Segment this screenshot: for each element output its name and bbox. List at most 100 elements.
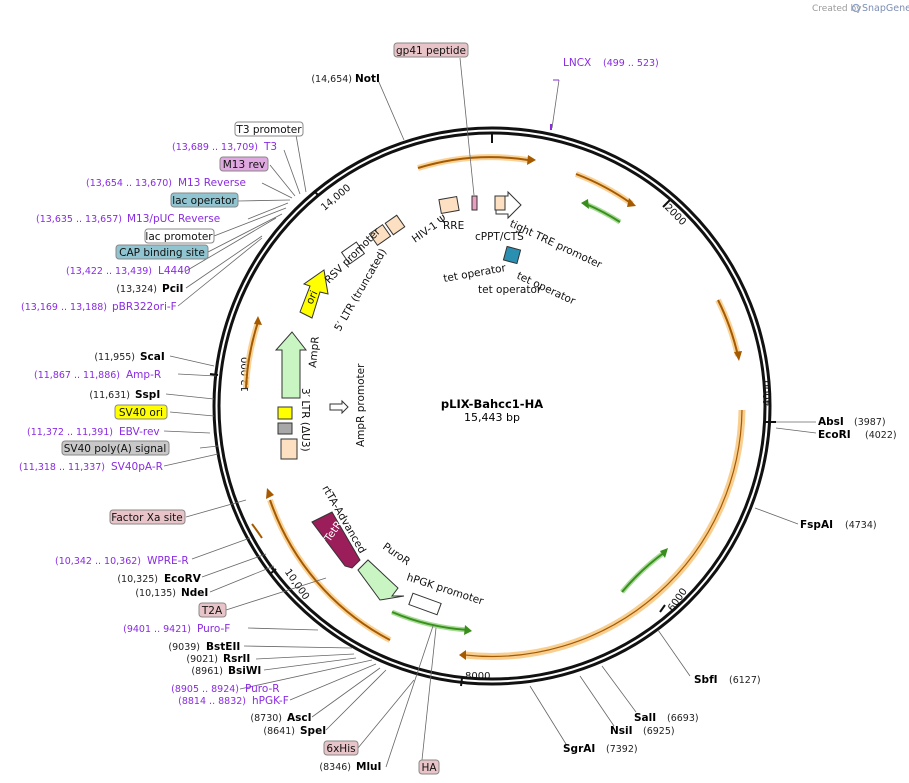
- enzyme-pos-ecorv: (10,325): [117, 574, 158, 585]
- enzyme-ecori: EcoRI: [818, 429, 851, 441]
- plasmid-name: pLIX-Bahcc1-HA: [441, 397, 543, 411]
- enzyme-pos-pcii: (13,324): [116, 284, 157, 295]
- enzyme-pcii: PciI: [162, 283, 183, 295]
- label-ltr3: 3′ LTR (ΔU3): [299, 388, 311, 452]
- label-ori: ori: [304, 289, 321, 306]
- feature-lacpromoter: lac promoter: [145, 231, 213, 243]
- feature-cap: CAP binding site: [119, 247, 205, 259]
- enzyme-pos-scai: (11,955): [94, 352, 135, 363]
- credit-text: Created by: [812, 4, 862, 14]
- enzyme-pos-spei: (8641): [263, 726, 295, 737]
- primer-pos-m13rev: (13,654 .. 13,670): [86, 178, 172, 189]
- feature-t3promoter: T3 promoter: [235, 124, 302, 136]
- enzyme-pos-asci: (8730): [250, 713, 282, 724]
- tick-label-6000: 6000: [666, 586, 690, 613]
- enzyme-pos-bsiwi: (8961): [191, 666, 223, 677]
- feature-ha: HA: [421, 762, 437, 774]
- inner-feature-shapes: [274, 190, 522, 616]
- backbone-outer: [212, 126, 772, 686]
- label-tre: tight TRE promoter: [508, 218, 605, 272]
- enzyme-sspi: SspI: [135, 389, 160, 401]
- primer-ebvrev: EBV-rev: [119, 426, 160, 438]
- primer-pos-lncx: (499 .. 523): [603, 58, 659, 69]
- tick-marks: [209, 132, 776, 687]
- enzyme-rsrii: RsrII: [223, 653, 250, 665]
- enzyme-pos-absi: (3987): [854, 417, 886, 428]
- enzyme-pos-rsrii: (9021): [186, 654, 218, 665]
- enzyme-sali: SalI: [634, 712, 656, 724]
- enzyme-pos-mlui: (8346): [319, 762, 351, 773]
- feature-6xhis: 6xHis: [326, 743, 355, 755]
- enzyme-sgrai: SgrAI: [563, 743, 595, 755]
- feature-m13rev: M13 rev: [223, 159, 266, 171]
- enzyme-pos-ndei: (10,135): [135, 588, 176, 599]
- primer-pos-ampr: (11,867 .. 11,886): [34, 370, 120, 381]
- primer-pos-pbr322: (13,169 .. 13,188): [21, 302, 107, 313]
- enzyme-bsiwi: BsiWI: [228, 665, 261, 677]
- primer-pos-m13puc: (13,635 .. 13,657): [36, 214, 122, 225]
- primer-hpgkf: hPGK-F: [252, 695, 289, 707]
- primer-pos-hpgkf: (8814 .. 8832): [178, 696, 246, 707]
- primer-pos-puror: (8905 .. 8924): [171, 684, 239, 695]
- label-ampr: AmpR: [307, 336, 322, 368]
- enzyme-noti: NotI: [355, 73, 380, 85]
- lncx-primer-marker: [550, 79, 559, 130]
- primer-wprer: WPRE-R: [147, 555, 189, 567]
- primer-pos-l4440: (13,422 .. 13,439): [66, 266, 152, 277]
- enzyme-pos-sali: (6693): [667, 713, 699, 724]
- enzyme-pos-nsii: (6925): [643, 726, 675, 737]
- enzyme-scai: ScaI: [140, 351, 165, 363]
- feature-gp41: gp41 peptide: [396, 45, 466, 57]
- label-cppt: cPPT/CTS: [475, 231, 524, 243]
- enzyme-pos-sbfi: (6127): [729, 675, 761, 686]
- leader-lines: [163, 57, 817, 768]
- enzyme-absi: AbsI: [818, 416, 844, 428]
- primer-purof: Puro-F: [197, 623, 230, 635]
- primer-ampr: Amp-R: [126, 369, 161, 381]
- tick-label-14000: 14,000: [319, 183, 353, 214]
- primer-pos-purof: (9401 .. 9421): [123, 624, 191, 635]
- feature-sv40ori: SV40 ori: [119, 407, 163, 419]
- enzyme-pos-sgrai: (7392): [606, 744, 638, 755]
- brand-text: SnapGene: [862, 3, 909, 14]
- label-tetop1: tet operator: [442, 262, 507, 285]
- enzyme-asci: AscI: [287, 712, 312, 724]
- primer-m13reverse: M13 Reverse: [178, 177, 246, 189]
- primer-sv40par: SV40pA-R: [111, 461, 163, 473]
- primer-puror: Puro-R: [245, 683, 280, 695]
- green-feature-arrows: [391, 199, 668, 635]
- enzyme-pos-bsteii: (9039): [168, 642, 200, 653]
- primer-m13puc: M13/pUC Reverse: [127, 213, 220, 225]
- orange-feature-arrows: [243, 154, 746, 660]
- feature-sv40pa: SV40 poly(A) signal: [64, 443, 167, 455]
- tick-label-4000: 4000: [762, 381, 773, 406]
- primer-t3: T3: [263, 141, 277, 153]
- primer-pbr322orif: pBR322ori-F: [112, 301, 177, 313]
- tick-label-8000: 8000: [465, 671, 490, 682]
- label-tetop3: tet operator: [478, 284, 542, 296]
- enzyme-spei: SpeI: [300, 725, 326, 737]
- enzyme-mlui: MluI: [356, 761, 381, 773]
- feature-factorxa: Factor Xa site: [111, 512, 182, 524]
- primer-pos-ebvrev: (11,372 .. 11,391): [27, 427, 113, 438]
- enzyme-pos-noti: (14,654): [311, 74, 352, 85]
- primer-lncx: LNCX: [563, 57, 591, 69]
- plasmid-size: 15,443 bp: [464, 411, 520, 424]
- enzyme-pos-fspai: (4734): [845, 520, 877, 531]
- enzyme-sbfi: SbfI: [694, 674, 718, 686]
- enzyme-ndei: NdeI: [181, 587, 208, 599]
- primer-l4440: L4440: [158, 265, 191, 277]
- primer-pos-sv40par: (11,318 .. 11,337): [19, 462, 105, 473]
- snapgene-logo: SnapGene: [851, 3, 909, 14]
- enzyme-nsii: NsiI: [610, 725, 633, 737]
- label-ampprom: AmpR promoter: [355, 363, 367, 447]
- boxed-labels: gp41 peptide T3 promoter M13 rev lac ope…: [61, 42, 469, 775]
- primer-pos-wprer: (10,342 .. 10,362): [55, 556, 141, 567]
- feature-t2a: T2A: [201, 605, 223, 617]
- label-puror: PuroR: [380, 541, 412, 568]
- label-rre: RRE: [443, 220, 464, 232]
- enzyme-ecorv: EcoRV: [164, 573, 202, 585]
- enzyme-pos-ecori: (4022): [865, 430, 897, 441]
- enzyme-bsteii: BstEII: [206, 641, 240, 653]
